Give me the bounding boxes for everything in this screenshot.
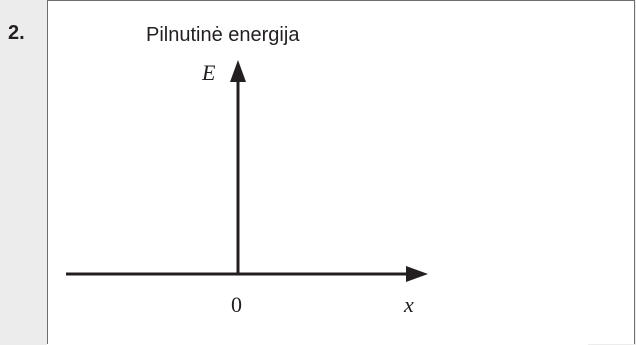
answer-frame (47, 0, 635, 344)
y-axis-arrowhead (230, 60, 246, 82)
y-axis-label: E (201, 60, 216, 85)
origin-label: 0 (231, 292, 242, 317)
question-number: 2. (8, 22, 25, 44)
figure-caption: Pilnutinė energija (146, 24, 300, 46)
question-number-cell: 2. (0, 0, 47, 345)
x-axis-label: x (403, 292, 414, 317)
x-axis-arrowhead (406, 266, 428, 282)
